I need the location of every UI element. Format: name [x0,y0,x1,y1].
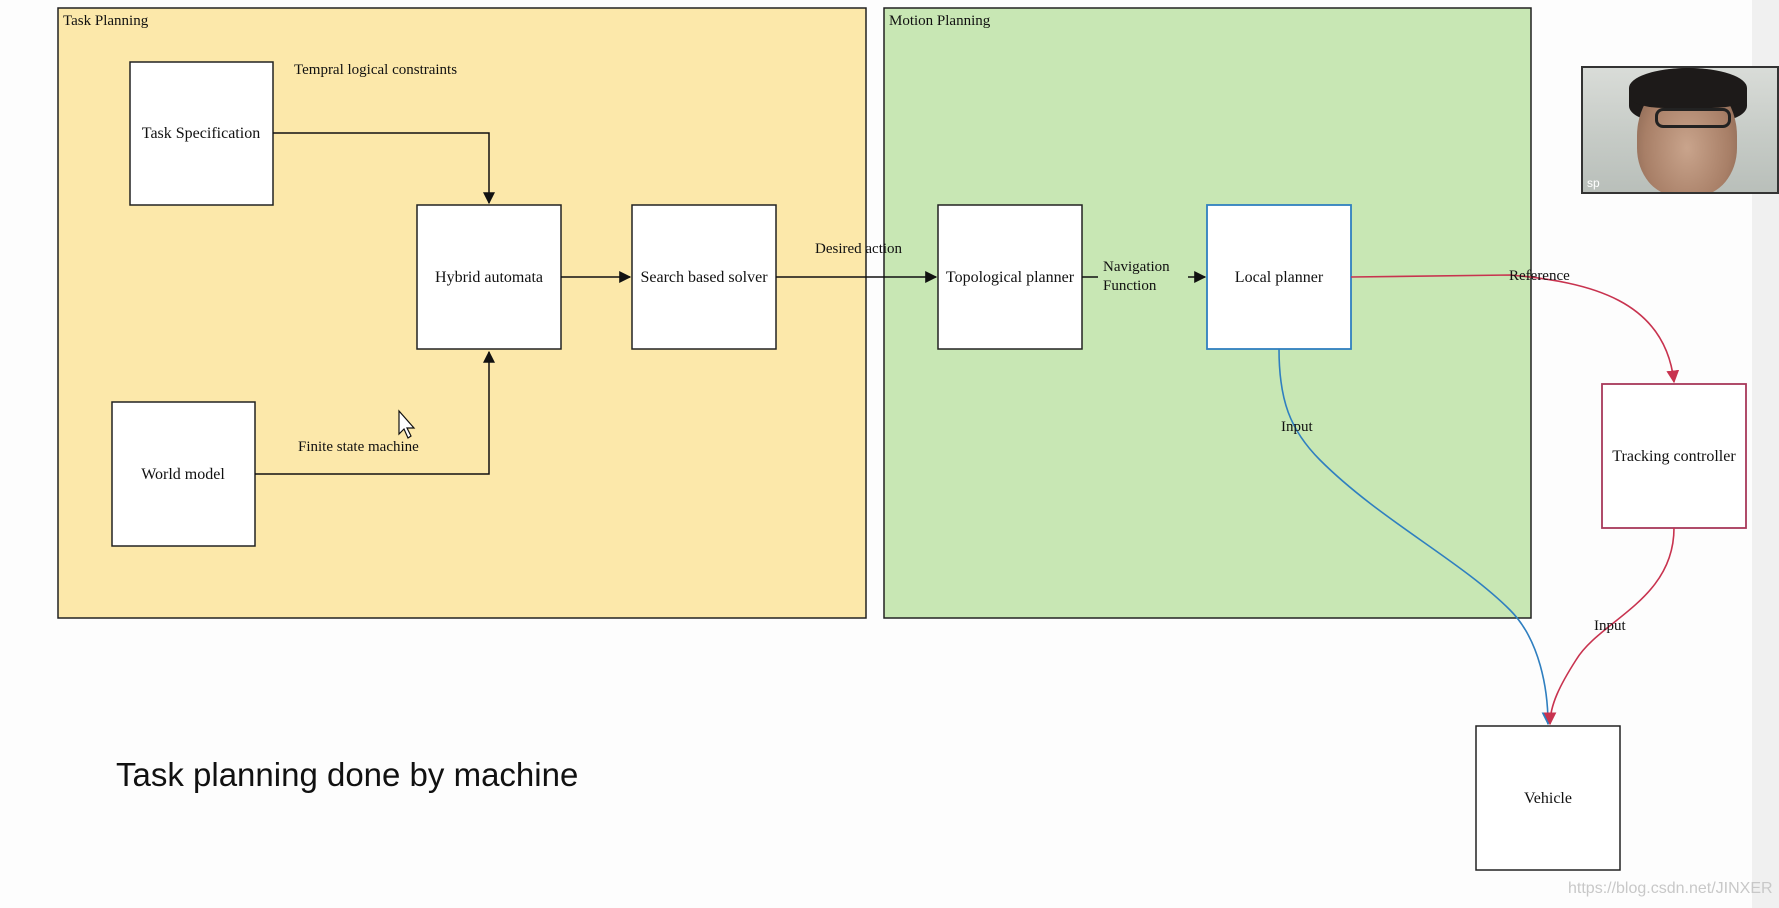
temporal-constraints-label: Tempral logical constraints [294,62,457,78]
watermark-text: https://blog.csdn.net/JINXER [1568,880,1773,897]
topological-planner-node [937,204,1083,350]
input-label-tracking: Input [1594,618,1626,634]
motion-planning-title: Motion Planning [889,13,991,29]
task-specification-label: Task Specification [142,125,260,142]
tracking-controller-label: Tracking controller [1612,448,1736,465]
edge-local-to-vehicle [1278,348,1555,726]
webcam-overlay: sp [1581,66,1779,194]
local-planner-node [1206,204,1352,350]
slide-caption: Task planning done by machine [116,756,579,793]
search-based-solver-label: Search based solver [640,269,768,286]
webcam-person-hair-top [1629,68,1747,108]
mouse-cursor-icon [398,409,416,439]
navigation-label-line2: Function [1103,278,1157,294]
task-specification-node [129,61,274,206]
finite-state-machine-label: Finite state machine [298,439,419,455]
webcam-name-tag: sp [1587,176,1600,190]
edge-spec-to-hybrid [273,132,495,205]
world-model-label: World model [141,466,225,483]
edge-world-to-hybrid [255,350,495,475]
task-planning-title: Task Planning [63,13,149,29]
search-based-solver-node [631,204,777,350]
local-planner-label: Local planner [1235,269,1324,286]
webcam-glasses-icon [1655,108,1731,128]
vehicle-label: Vehicle [1524,790,1572,807]
navigation-label-line1: Navigation [1103,259,1170,275]
hybrid-automata-label: Hybrid automata [435,269,543,286]
edge-tracking-to-vehicle [1543,527,1675,726]
desired-action-label: Desired action [815,241,903,257]
vehicle-node [1475,725,1621,871]
tracking-controller-node [1601,383,1747,529]
hybrid-automata-node [416,204,562,350]
topological-planner-label: Topological planner [946,269,1075,286]
reference-label: Reference [1509,268,1570,284]
edge-local-to-tracking [1350,274,1680,384]
input-label-local: Input [1281,419,1313,435]
